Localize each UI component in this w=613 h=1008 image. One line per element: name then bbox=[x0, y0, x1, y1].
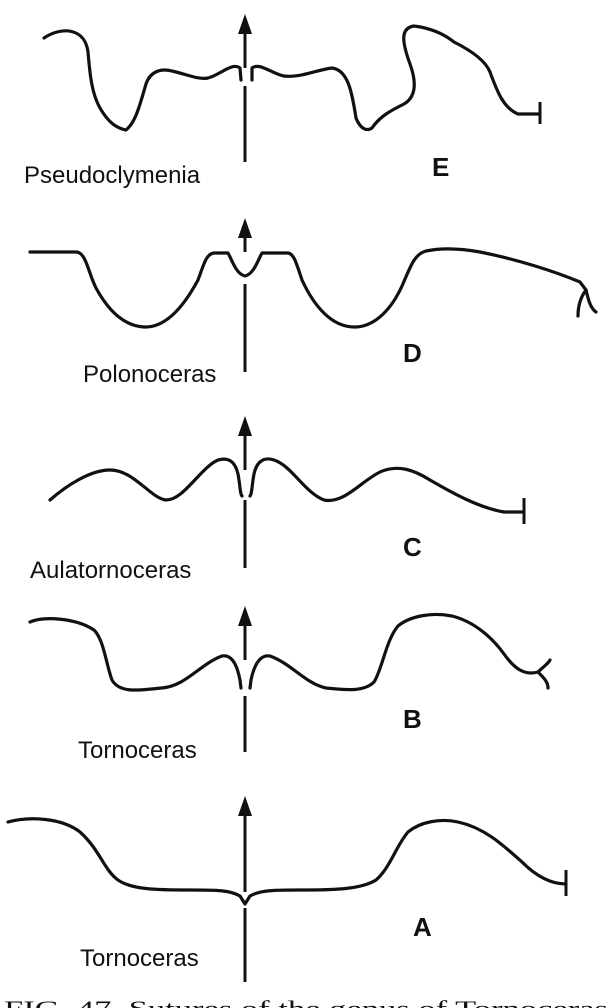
figure-caption: FIG. 47. Sutures of the genus of Tornoce… bbox=[4, 996, 608, 1008]
panel-d-suture-line bbox=[28, 247, 588, 329]
panel-b-stage-letter: B bbox=[403, 704, 422, 734]
panel-a: Tornoceras A bbox=[6, 796, 568, 982]
panel-b-genus-label: Tornoceras bbox=[78, 737, 197, 764]
panel-e-genus-label: Pseudoclymenia bbox=[24, 162, 201, 189]
panel-e-stage-letter: E bbox=[432, 152, 449, 182]
panel-c-suture-line bbox=[48, 457, 526, 514]
panel-e-axis-arrow-head bbox=[238, 14, 252, 34]
panel-d-stage-letter: D bbox=[403, 338, 422, 368]
panel-b: Tornoceras B bbox=[28, 606, 552, 764]
panel-d-genus-label: Polonoceras bbox=[83, 361, 216, 388]
panel-a-suture-line bbox=[6, 817, 568, 906]
panel-d-suture-end-hook bbox=[576, 288, 598, 318]
panel-a-stage-letter: A bbox=[413, 912, 432, 942]
panel-e-suture-line bbox=[42, 24, 542, 132]
panel-c: Aulatornoceras C bbox=[30, 416, 526, 584]
panel-b-suture-end-hook bbox=[536, 658, 552, 690]
panel-e: Pseudoclymenia E bbox=[24, 14, 542, 189]
panel-c-stage-letter: C bbox=[403, 532, 422, 562]
panel-c-genus-label: Aulatornoceras bbox=[30, 557, 191, 584]
panel-d: Polonoceras D bbox=[28, 218, 598, 388]
panel-d-axis-arrow-head bbox=[238, 218, 252, 238]
panel-a-genus-label: Tornoceras bbox=[80, 945, 199, 972]
panel-a-axis-arrow-head bbox=[238, 796, 252, 816]
panel-b-axis-arrow-head bbox=[238, 606, 252, 626]
panel-b-suture-line bbox=[28, 612, 540, 692]
panel-c-axis-arrow-head bbox=[238, 416, 252, 436]
